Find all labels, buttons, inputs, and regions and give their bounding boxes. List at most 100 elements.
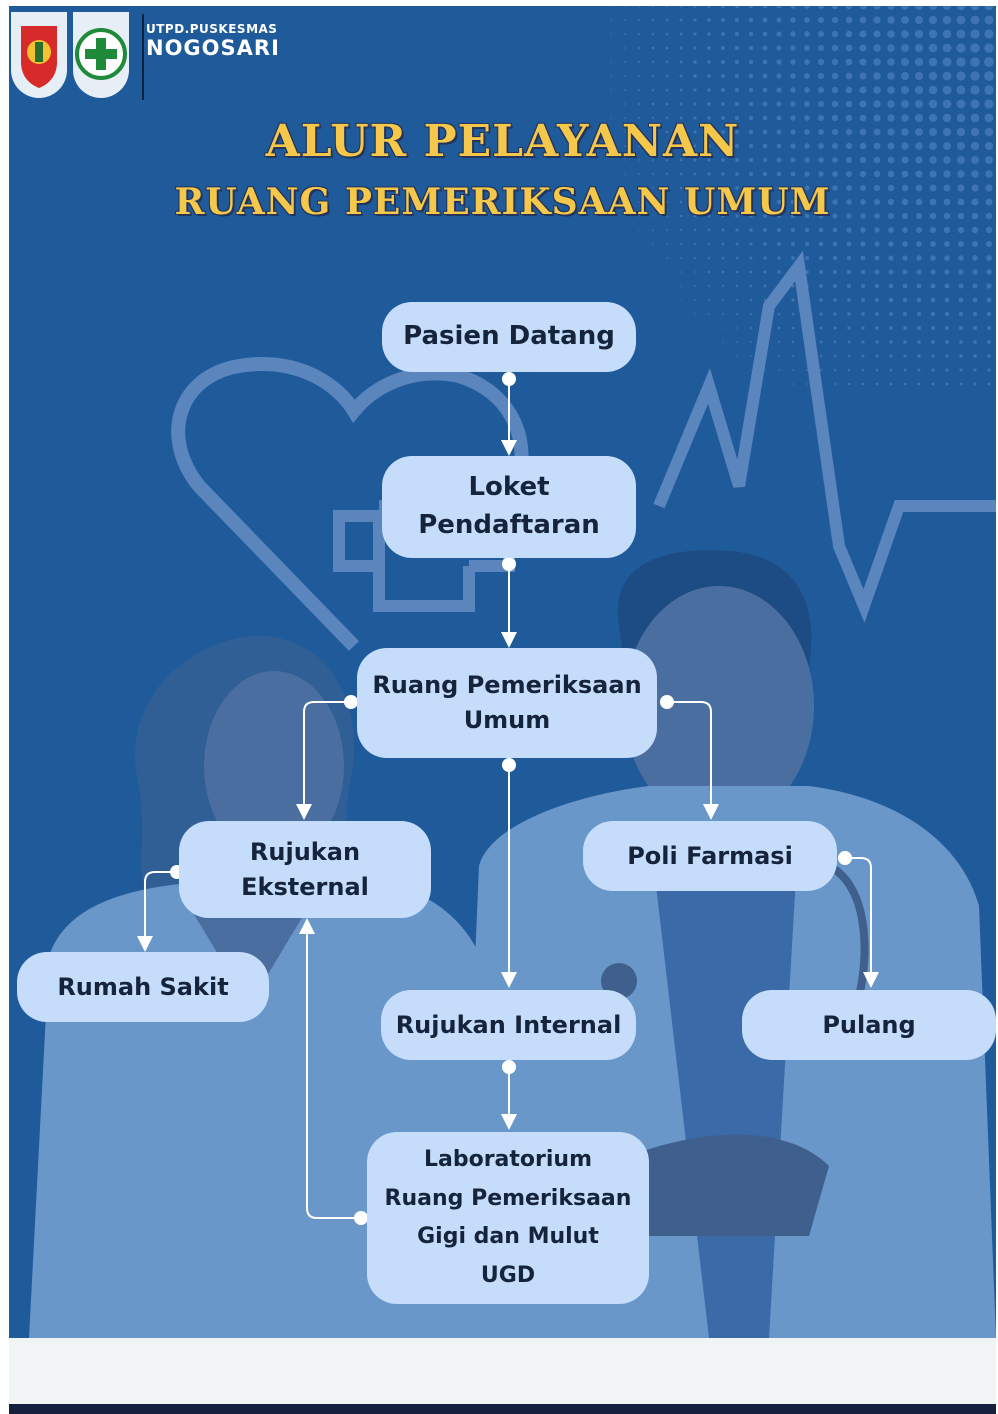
halftone-dot <box>958 255 964 261</box>
halftone-dot <box>748 143 754 149</box>
halftone-dot <box>707 144 711 148</box>
halftone-dot <box>984 141 994 151</box>
halftone-dot <box>679 228 683 232</box>
halftone-dot <box>944 255 950 261</box>
halftone-dot <box>734 45 740 51</box>
halftone-dot <box>638 6 640 7</box>
connector-ruang-farmasi <box>660 695 719 820</box>
poster-background: UTPD.PUSKESMAS NOGOSARI ALUR PELAYANAN R… <box>9 6 996 1338</box>
halftone-dot <box>859 142 867 150</box>
halftone-dot <box>832 269 838 275</box>
halftone-dot <box>707 102 711 106</box>
connector-ruang-eksternal <box>296 695 358 820</box>
node-rujukan-eksternal: Rujukan Eksternal <box>179 821 431 918</box>
halftone-dot <box>652 173 654 175</box>
halftone-dot <box>735 242 739 246</box>
halftone-dot <box>749 172 753 176</box>
halftone-dot <box>693 186 697 190</box>
halftone-dot <box>956 85 966 95</box>
halftone-dot <box>831 44 839 52</box>
halftone-dot <box>749 298 753 302</box>
halftone-dot <box>942 15 952 25</box>
halftone-dot <box>665 88 669 92</box>
halftone-dot <box>721 130 725 134</box>
halftone-dot <box>707 242 711 246</box>
halftone-dot <box>651 102 655 106</box>
halftone-dot <box>875 340 879 344</box>
halftone-dot <box>985 198 993 206</box>
halftone-dot <box>624 61 626 63</box>
halftone-dot <box>970 29 980 39</box>
halftone-dot <box>707 6 711 8</box>
halftone-dot <box>987 382 991 386</box>
halftone-dot <box>651 74 655 78</box>
halftone-dot <box>777 326 781 330</box>
title-line2: RUANG PEMERIKSAAN UMUM <box>174 181 831 223</box>
halftone-dot <box>750 327 752 329</box>
halftone-dot <box>984 71 994 81</box>
halftone-dot <box>903 340 907 344</box>
halftone-dot <box>958 269 964 275</box>
halftone-dot <box>707 32 711 36</box>
halftone-dot <box>804 157 810 163</box>
halftone-dot <box>959 340 963 344</box>
halftone-dot <box>931 368 935 372</box>
halftone-dot <box>610 103 612 105</box>
halftone-dot <box>901 170 909 178</box>
halftone-dot <box>818 255 824 261</box>
halftone-dot <box>721 284 725 288</box>
halftone-dot <box>748 45 754 51</box>
halftone-dot <box>721 200 725 204</box>
halftone-dot <box>679 186 683 190</box>
halftone-dot <box>916 241 922 247</box>
halftone-dot <box>762 59 768 65</box>
halftone-dot <box>970 43 980 53</box>
halftone-dot <box>638 215 640 217</box>
halftone-dot <box>748 87 754 93</box>
halftone-dot <box>873 72 881 80</box>
halftone-dot <box>763 214 767 218</box>
halftone-dot <box>845 72 853 80</box>
halftone-dot <box>887 156 895 164</box>
halftone-dot <box>970 57 980 67</box>
halftone-dot <box>931 382 935 386</box>
halftone-dot <box>792 369 794 371</box>
halftone-dot <box>777 312 781 316</box>
halftone-dot <box>901 58 909 66</box>
halftone-dot <box>721 214 725 218</box>
halftone-dot <box>624 75 626 77</box>
halftone-dot <box>917 326 921 330</box>
halftone-dot <box>790 185 796 191</box>
halftone-dot <box>928 99 938 109</box>
halftone-dot <box>831 72 839 80</box>
ecg-line <box>653 250 996 623</box>
halftone-dot <box>817 72 825 80</box>
halftone-dot <box>708 327 710 329</box>
halftone-dot <box>679 74 683 78</box>
halftone-dot <box>750 341 752 343</box>
halftone-dot <box>915 184 923 192</box>
halftone-dot <box>875 354 879 358</box>
halftone-dot <box>986 241 992 247</box>
halftone-dot <box>777 270 781 274</box>
halftone-dot <box>930 269 936 275</box>
halftone-dot <box>873 128 881 136</box>
halftone-dot <box>943 212 951 220</box>
halftone-dot <box>847 354 851 358</box>
halftone-dot <box>736 341 738 343</box>
connector-internal-lab <box>501 1060 517 1130</box>
halftone-dot <box>887 30 895 38</box>
halftone-dot <box>859 30 867 38</box>
halftone-dot <box>943 142 951 150</box>
halftone-dot <box>651 46 655 50</box>
halftone-dot <box>651 144 655 148</box>
halftone-dot <box>610 145 612 147</box>
halftone-dot <box>916 269 922 275</box>
halftone-dot <box>693 242 697 246</box>
halftone-dot <box>624 159 626 161</box>
halftone-dot <box>819 312 823 316</box>
halftone-dot <box>610 117 612 119</box>
halftone-dot <box>610 19 612 21</box>
halftone-dot <box>957 142 965 150</box>
halftone-dot <box>873 58 881 66</box>
